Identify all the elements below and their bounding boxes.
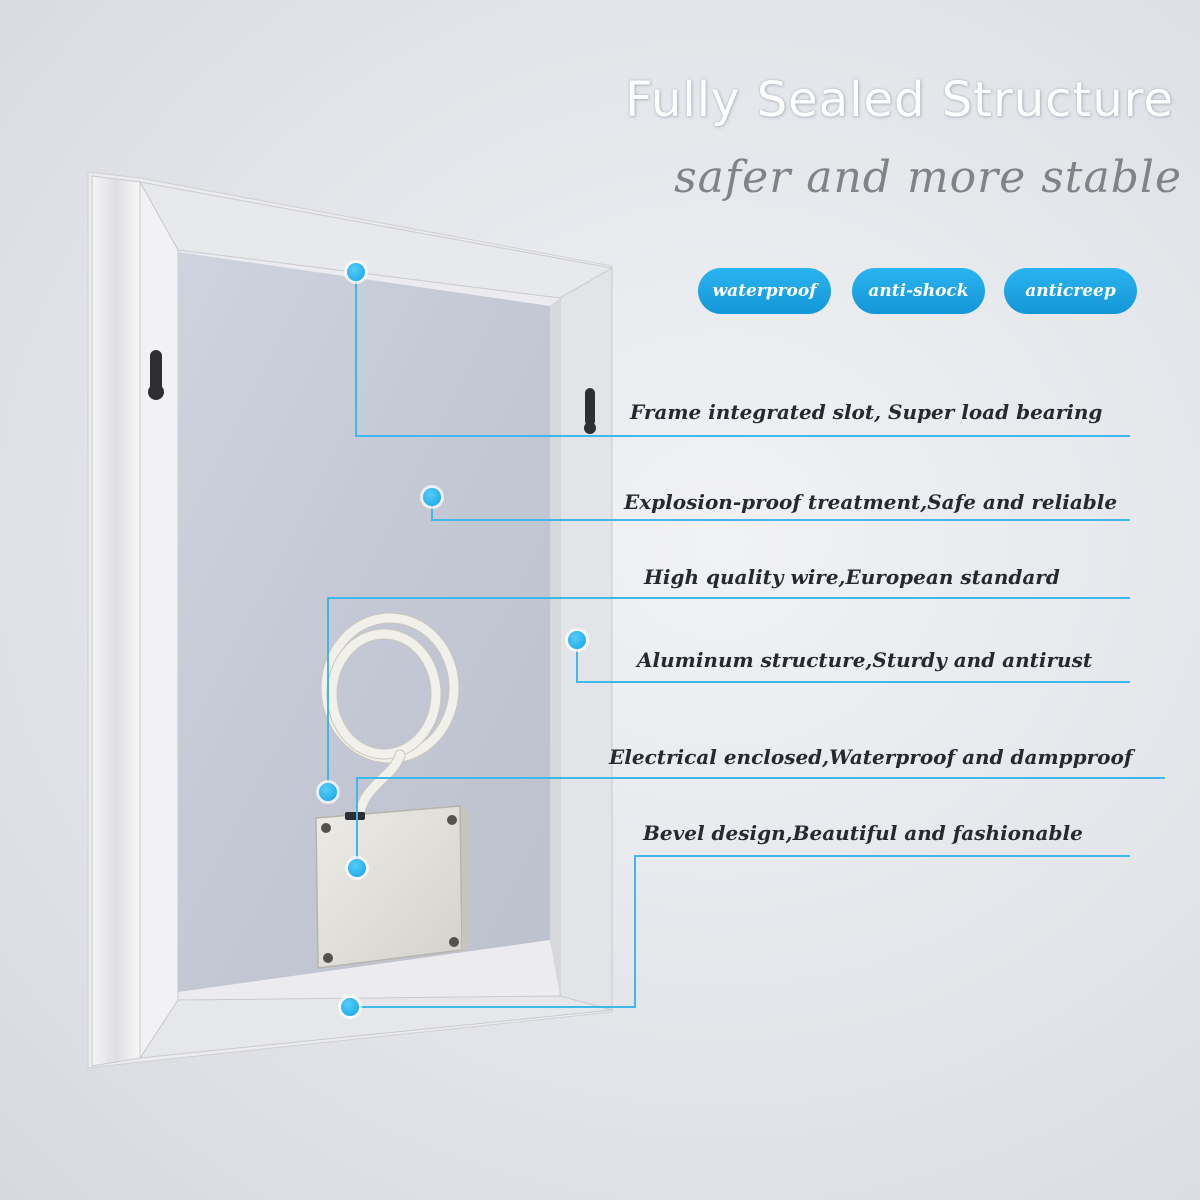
feature-electrical-enclosed: Electrical enclosed,Waterproof and dampp… [609, 745, 1133, 769]
badge-waterproof: waterproof [698, 268, 831, 314]
coiled-wire [320, 612, 460, 818]
page-subtitle: safer and more stable [674, 152, 1182, 203]
feature-frame-slot: Frame integrated slot, Super load bearin… [630, 400, 1103, 424]
frame-left-edge [91, 175, 141, 1067]
page-title: Fully Sealed Structure [624, 72, 1174, 128]
feature-wire: High quality wire,European standard [644, 565, 1060, 589]
callout-dot-slot [347, 263, 365, 281]
badge-anticreep: anticreep [1004, 268, 1137, 314]
leader-lines [327, 272, 1165, 1008]
callout-dot-bevel [341, 998, 359, 1016]
frame-bottom-edge [139, 995, 613, 1059]
callout-dot-aluminum [568, 631, 586, 649]
keyhole-slot-left [148, 350, 164, 400]
callout-dot-wire [319, 783, 337, 801]
feature-bevel-design: Bevel design,Beautiful and fashionable [643, 821, 1083, 845]
badge-anti-shock: anti-shock [852, 268, 985, 314]
feature-aluminum: Aluminum structure,Sturdy and antirust [637, 648, 1093, 672]
keyhole-slot-right [584, 388, 596, 434]
feature-explosion-proof: Explosion-proof treatment,Safe and relia… [624, 490, 1118, 514]
callout-dot-enclosure [348, 859, 366, 877]
junction-box [315, 805, 470, 969]
callout-dot-explosion-proof [423, 488, 441, 506]
